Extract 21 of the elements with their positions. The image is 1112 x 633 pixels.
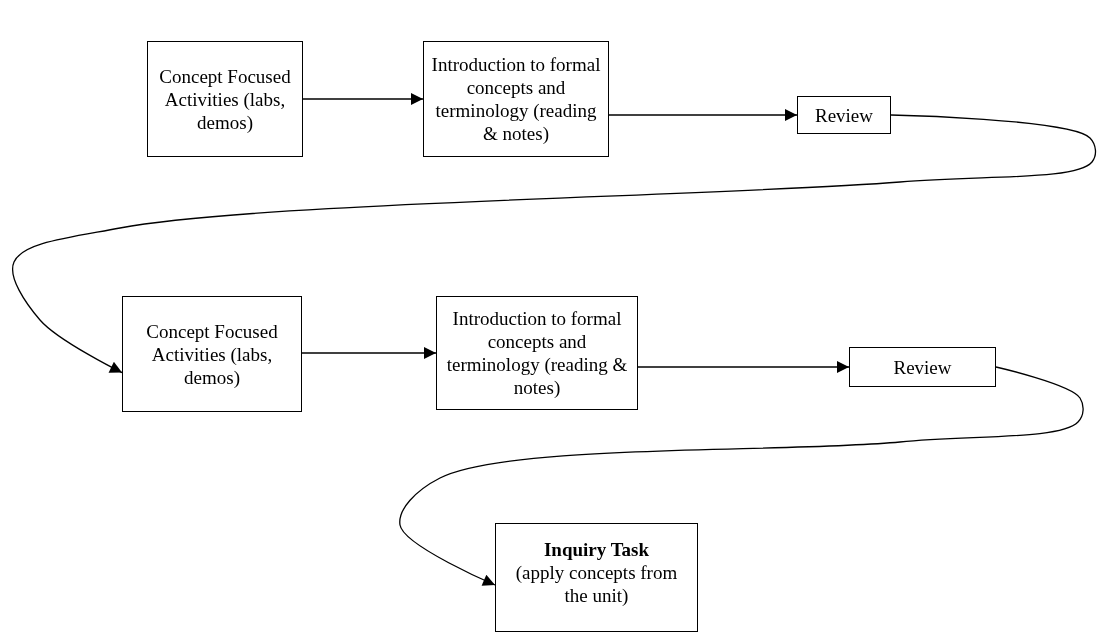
step-label: Concept Focused Activities (labs, demos)	[158, 64, 292, 134]
arrow	[637, 361, 850, 373]
step-title: Inquiry Task	[543, 538, 650, 561]
arrow	[302, 93, 424, 105]
arrow	[301, 347, 437, 359]
step-label: Review	[814, 103, 873, 127]
process-box	[147, 41, 303, 157]
process-box	[436, 296, 638, 410]
step-label: Introduction to formal concepts and terminology (reading & notes)	[430, 53, 602, 145]
arrow	[399, 366, 1084, 586]
process-box	[849, 347, 996, 387]
step-label: Introduction to formal concepts and terminology (reading & notes)	[445, 307, 629, 399]
arrow	[12, 114, 1097, 374]
process-box	[423, 41, 609, 157]
arrow	[608, 109, 798, 121]
step-label: (apply concepts from the unit)	[514, 561, 679, 607]
process-box	[797, 96, 891, 134]
process-box	[122, 296, 302, 412]
step-label: Concept Focused Activities (labs, demos)	[145, 319, 279, 389]
step-label: Review	[893, 355, 952, 379]
process-box	[495, 523, 698, 632]
